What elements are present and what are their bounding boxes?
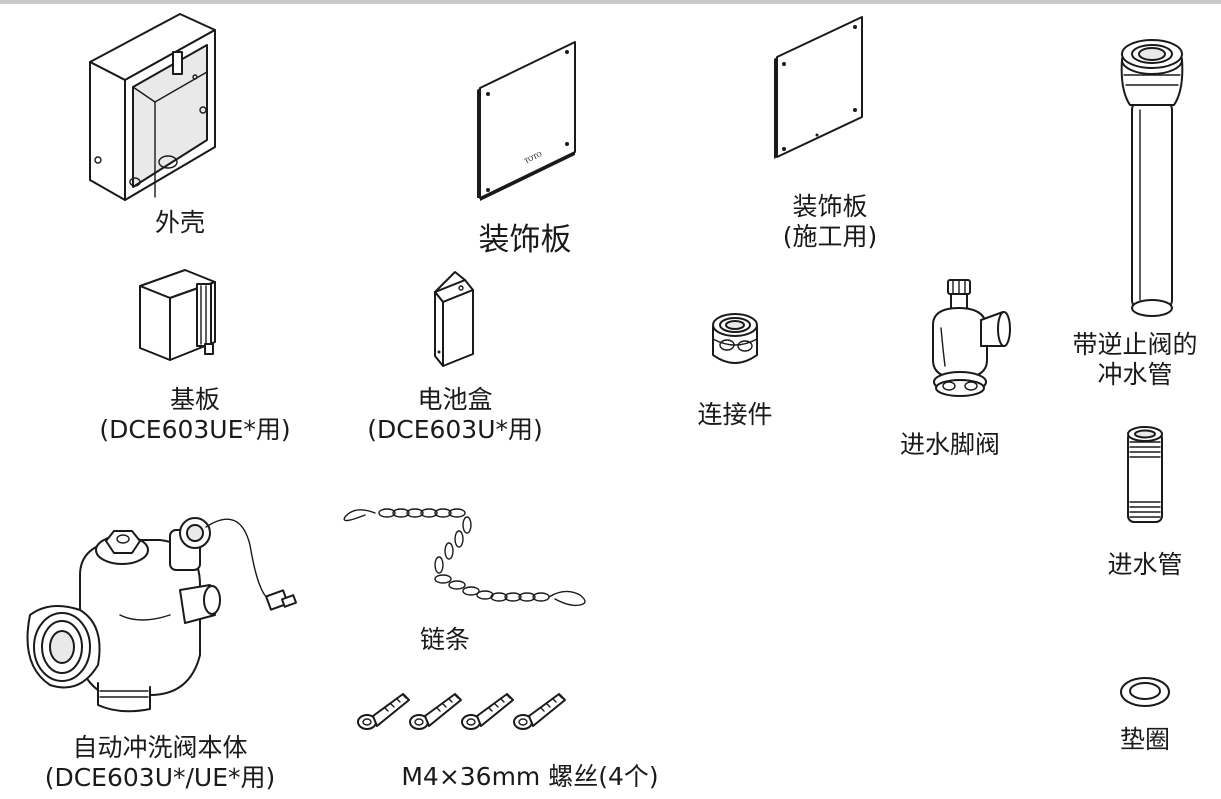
base-board-drawing <box>139 269 216 361</box>
inlet-valve-label: 进水脚阀 <box>899 430 1000 459</box>
battery-box-label: 电池盒 (DCE603U*用) <box>350 385 560 445</box>
base-board-label: 基板 (DCE603UE*用) <box>80 385 310 445</box>
gasket-drawing <box>1120 677 1170 707</box>
screw-3 <box>461 693 514 730</box>
decor-panel-label: 装饰板 <box>478 222 572 258</box>
decor-panel-construction-label: 装饰板 (施工用) <box>760 192 900 252</box>
gasket-label: 垫圈 <box>1119 725 1170 754</box>
label-line-1: 装饰板 <box>792 192 868 221</box>
label-line-1: 电池盒 <box>417 385 493 414</box>
label-line-2: (DCE603U*/UE*用) <box>44 763 276 792</box>
screw-2 <box>409 693 462 730</box>
screw-1 <box>357 693 410 730</box>
flush-pipe-label: 带逆止阀的 冲水管 <box>1060 330 1210 390</box>
label-line-1: 带逆止阀的 <box>1072 330 1198 359</box>
label-line-2: (施工用) <box>782 222 878 251</box>
inlet-pipe-label: 进水管 <box>1107 550 1183 579</box>
label-line-2: 冲水管 <box>1097 360 1173 389</box>
connector-label: 连接件 <box>697 400 773 429</box>
inlet-valve-drawing <box>932 279 1011 397</box>
flush-valve-body-drawing <box>26 517 298 713</box>
label-line-2: (DCE603U*用) <box>367 415 543 444</box>
housing-label: 外壳 <box>154 208 205 237</box>
housing-drawing <box>89 13 216 201</box>
label-line-1: 自动冲洗阀本体 <box>72 733 248 762</box>
battery-box-drawing <box>434 271 474 367</box>
screws-drawing <box>357 693 566 730</box>
decor-panel-construction-drawing <box>774 16 863 159</box>
screw-4 <box>513 693 566 730</box>
screws-label: M4×36mm 螺丝(4个) <box>401 762 659 791</box>
decor-panel-drawing: TOTO <box>477 41 576 201</box>
chain-drawing <box>343 508 586 607</box>
flush-pipe-drawing <box>1120 39 1184 317</box>
flush-valve-body-label: 自动冲洗阀本体 (DCE603U*/UE*用) <box>30 733 290 793</box>
inlet-pipe-drawing <box>1127 426 1163 523</box>
connector-drawing <box>712 313 758 364</box>
label-line-1: 基板 <box>169 385 220 414</box>
top-rule <box>0 0 1221 4</box>
label-line-2: (DCE603UE*用) <box>99 415 291 444</box>
chain-label: 链条 <box>419 625 470 654</box>
